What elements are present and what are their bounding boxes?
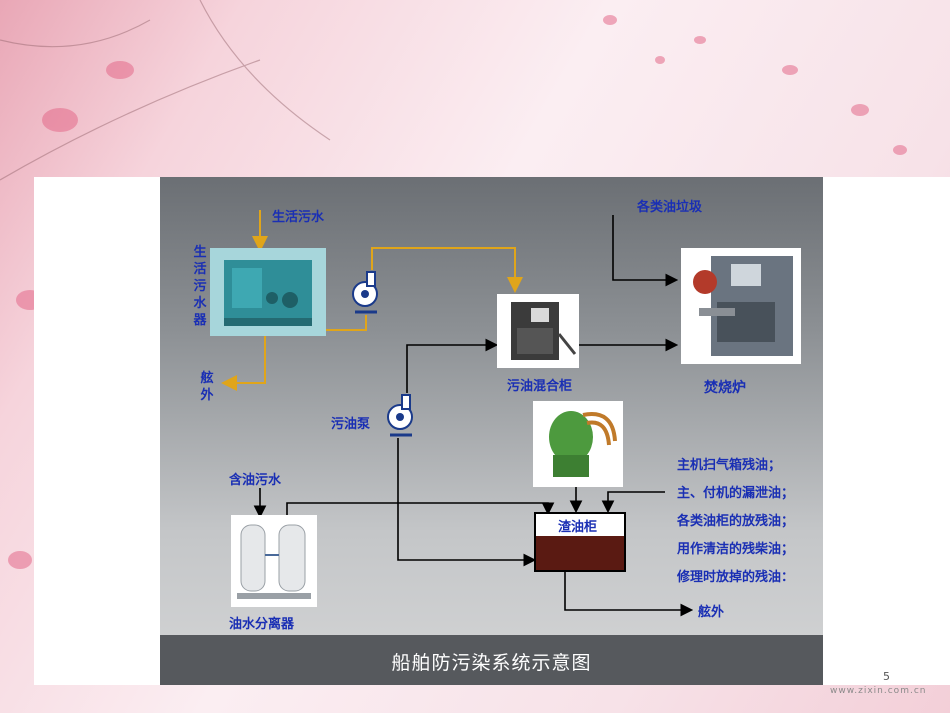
- oil-pump-label: 污油泵: [331, 417, 371, 432]
- source-item: 主机扫气箱残油；: [677, 458, 782, 473]
- watermark: www.zixin.com.cn: [830, 686, 927, 696]
- mixing-tank-image: [497, 294, 579, 368]
- source-item: 各类油柜的放残油；: [677, 514, 795, 529]
- source-item: 主、付机的漏泄油；: [677, 486, 795, 501]
- overboard-label-1: 舷外: [200, 371, 214, 403]
- mixing-tank-label: 污油混合柜: [507, 379, 573, 394]
- source-item: 用作清洁的残柴油；: [677, 542, 795, 557]
- overboard-label-2: 舷外: [698, 605, 725, 620]
- separator-image: [231, 515, 317, 607]
- sludge-tank-shape: [534, 512, 626, 572]
- domestic-sewage-label: 生活污水: [272, 210, 325, 225]
- centrifuge-image: [533, 401, 623, 487]
- incinerator-label: 焚烧炉: [704, 380, 746, 396]
- diagram-caption: 船舶防污染系统示意图: [391, 652, 592, 674]
- oil-pump-icon: [387, 394, 413, 437]
- page-number: 5: [883, 670, 890, 683]
- sludge-tank-label: 渣油柜: [558, 520, 598, 535]
- separator-label: 油水分离器: [229, 617, 295, 632]
- oily-water-label: 含油污水: [229, 473, 282, 488]
- sewage-unit-label: 生活污水器: [193, 245, 207, 328]
- pump-icon: [352, 271, 378, 314]
- sewage-unit-image: [210, 248, 326, 336]
- caption-bar: [160, 635, 823, 685]
- garbage-label: 各类油垃圾: [637, 200, 703, 215]
- source-item: 修理时放掉的残油：: [677, 570, 795, 585]
- incinerator-image: [681, 248, 801, 364]
